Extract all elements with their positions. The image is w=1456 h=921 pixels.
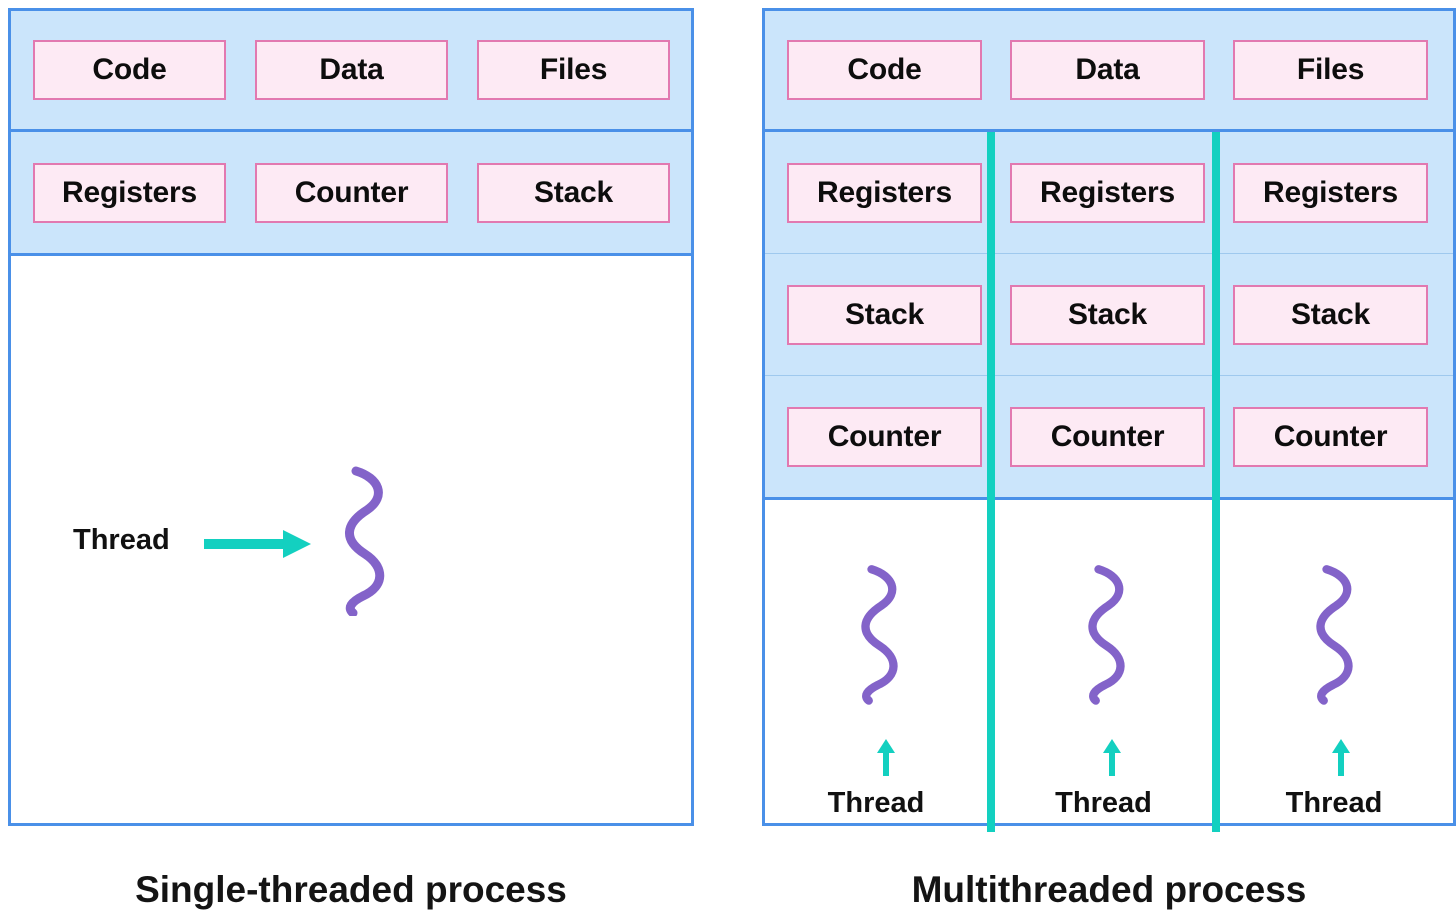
right-row-registers: Registers Registers Registers [765, 132, 1453, 254]
thread-squiggle-icon [1316, 565, 1353, 705]
mem-box-registers: Registers [33, 162, 226, 223]
left-row-thread-state: Registers Counter Stack [11, 132, 691, 253]
thread-3: Thread [1220, 500, 1453, 826]
mem-box-counter: Counter [255, 162, 448, 223]
mem-box-data: Data [1010, 40, 1205, 100]
arrow-up-icon [1332, 739, 1350, 776]
single-threaded-process-panel: Code Data Files Registers Counter Stack … [8, 8, 694, 826]
mem-box-files: Files [1233, 40, 1428, 100]
arrow-up-icon [1103, 739, 1121, 776]
right-region-separator [762, 497, 1456, 500]
mem-box-counter-2: Counter [1010, 406, 1205, 467]
arrow-up-icon [877, 739, 895, 776]
mem-box-counter-3: Counter [1233, 406, 1428, 467]
thread-squiggle-icon [345, 466, 385, 616]
thread-2: Thread [995, 500, 1212, 826]
thread-squiggle-icon [1088, 565, 1125, 705]
mem-box-code: Code [787, 40, 982, 100]
left-thread-label: Thread [73, 524, 170, 556]
mem-box-files: Files [477, 40, 670, 100]
mem-box-registers-2: Registers [1010, 162, 1205, 223]
thread-1: Thread [765, 500, 987, 826]
multithreaded-process-panel: Code Data Files Registers Registers Regi… [762, 8, 1456, 832]
arrow-right-icon [204, 530, 311, 558]
thread-label: Thread [1285, 787, 1383, 819]
thread-squiggle-icon [861, 565, 898, 705]
mem-box-data: Data [255, 40, 448, 100]
mem-box-counter-1: Counter [787, 406, 982, 467]
right-row-stack: Stack Stack Stack [765, 254, 1453, 376]
thread-label: Thread [827, 787, 925, 819]
mem-box-stack-1: Stack [787, 284, 982, 345]
mem-box-registers-1: Registers [787, 162, 982, 223]
mem-box-stack: Stack [477, 162, 670, 223]
thread-divider-1 [987, 132, 995, 832]
right-memory-region: Code Data Files Registers Registers Regi… [765, 11, 1453, 497]
mem-box-stack-3: Stack [1233, 284, 1428, 345]
left-thread-area: Thread [11, 256, 691, 823]
left-memory-region: Code Data Files Registers Counter Stack [11, 11, 691, 253]
thread-label: Thread [1055, 787, 1152, 819]
thread-divider-2 [1212, 132, 1220, 832]
left-row-shared-resources: Code Data Files [11, 11, 691, 132]
right-row-counter: Counter Counter Counter [765, 376, 1453, 497]
right-panel-caption: Multithreaded process [911, 869, 1307, 910]
mem-box-code: Code [33, 40, 226, 100]
left-panel-caption: Single-threaded process [135, 869, 567, 910]
mem-box-stack-2: Stack [1010, 284, 1205, 345]
left-region-separator [8, 253, 694, 256]
mem-box-registers-3: Registers [1233, 162, 1428, 223]
right-row-shared-resources: Code Data Files [765, 11, 1453, 132]
